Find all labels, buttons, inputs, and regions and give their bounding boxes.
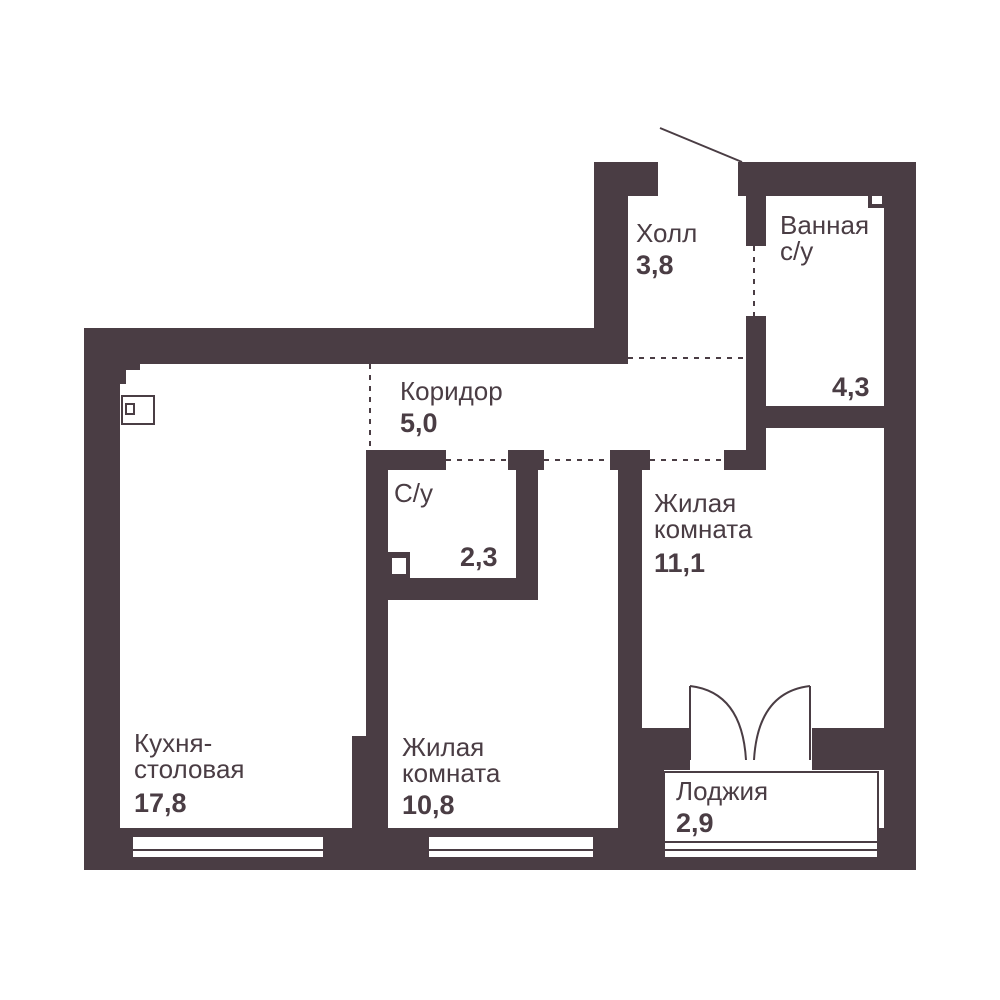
kitchen-name: Кухня- (134, 728, 212, 758)
fixtures (120, 196, 884, 578)
living-middle-name: Жилая (402, 732, 484, 762)
wc-area: 2,3 (460, 542, 498, 572)
bathroom-name-2: с/у (780, 236, 813, 266)
wall-wc-right (516, 450, 538, 600)
window-living-middle (427, 835, 595, 859)
wall-corridor-bottom-4 (724, 450, 766, 470)
balcony-door-right-icon (753, 685, 811, 761)
room-boundaries (369, 246, 755, 461)
wall-bath-left-top (746, 196, 766, 246)
doors (659, 127, 811, 761)
wall-hall-top-left (594, 162, 658, 196)
labels: Холл 3,8 Ванная с/у 4,3 Коридор 5,0 С/у … (134, 210, 870, 838)
entrance-door-icon (659, 127, 743, 163)
kitchen-name-2: столовая (134, 754, 245, 784)
window-kitchen (131, 835, 325, 859)
wall-wc-bottom (366, 578, 538, 600)
wall-loggia-top-right (812, 728, 916, 770)
living-middle-name-2: комната (402, 758, 501, 788)
wall-top-main (84, 328, 628, 364)
balcony-door-left-icon (689, 685, 747, 761)
corridor-name: Коридор (400, 376, 503, 406)
kitchen-area: 17,8 (134, 788, 187, 818)
loggia-name: Лоджия (676, 776, 768, 806)
loggia-area-value: 2,9 (676, 808, 714, 838)
living-right-name: Жилая (654, 488, 736, 518)
wall-bath-bottom (766, 406, 884, 428)
wall-left (84, 328, 120, 870)
living-right-name-2: комната (654, 514, 753, 544)
windows (131, 771, 879, 859)
wc-name: С/у (394, 478, 433, 508)
corridor-area: 5,0 (400, 408, 438, 438)
hall-name: Холл (636, 218, 697, 248)
wall-bath-left-bottom (746, 316, 766, 468)
living-right-area: 11,1 (654, 548, 705, 578)
bathroom-name: Ванная (780, 210, 869, 240)
walls (84, 162, 916, 870)
living-middle-area: 10,8 (402, 790, 455, 820)
sink-icon (121, 395, 155, 425)
hall-area: 3,8 (636, 250, 674, 280)
bathroom-area: 4,3 (832, 372, 870, 402)
